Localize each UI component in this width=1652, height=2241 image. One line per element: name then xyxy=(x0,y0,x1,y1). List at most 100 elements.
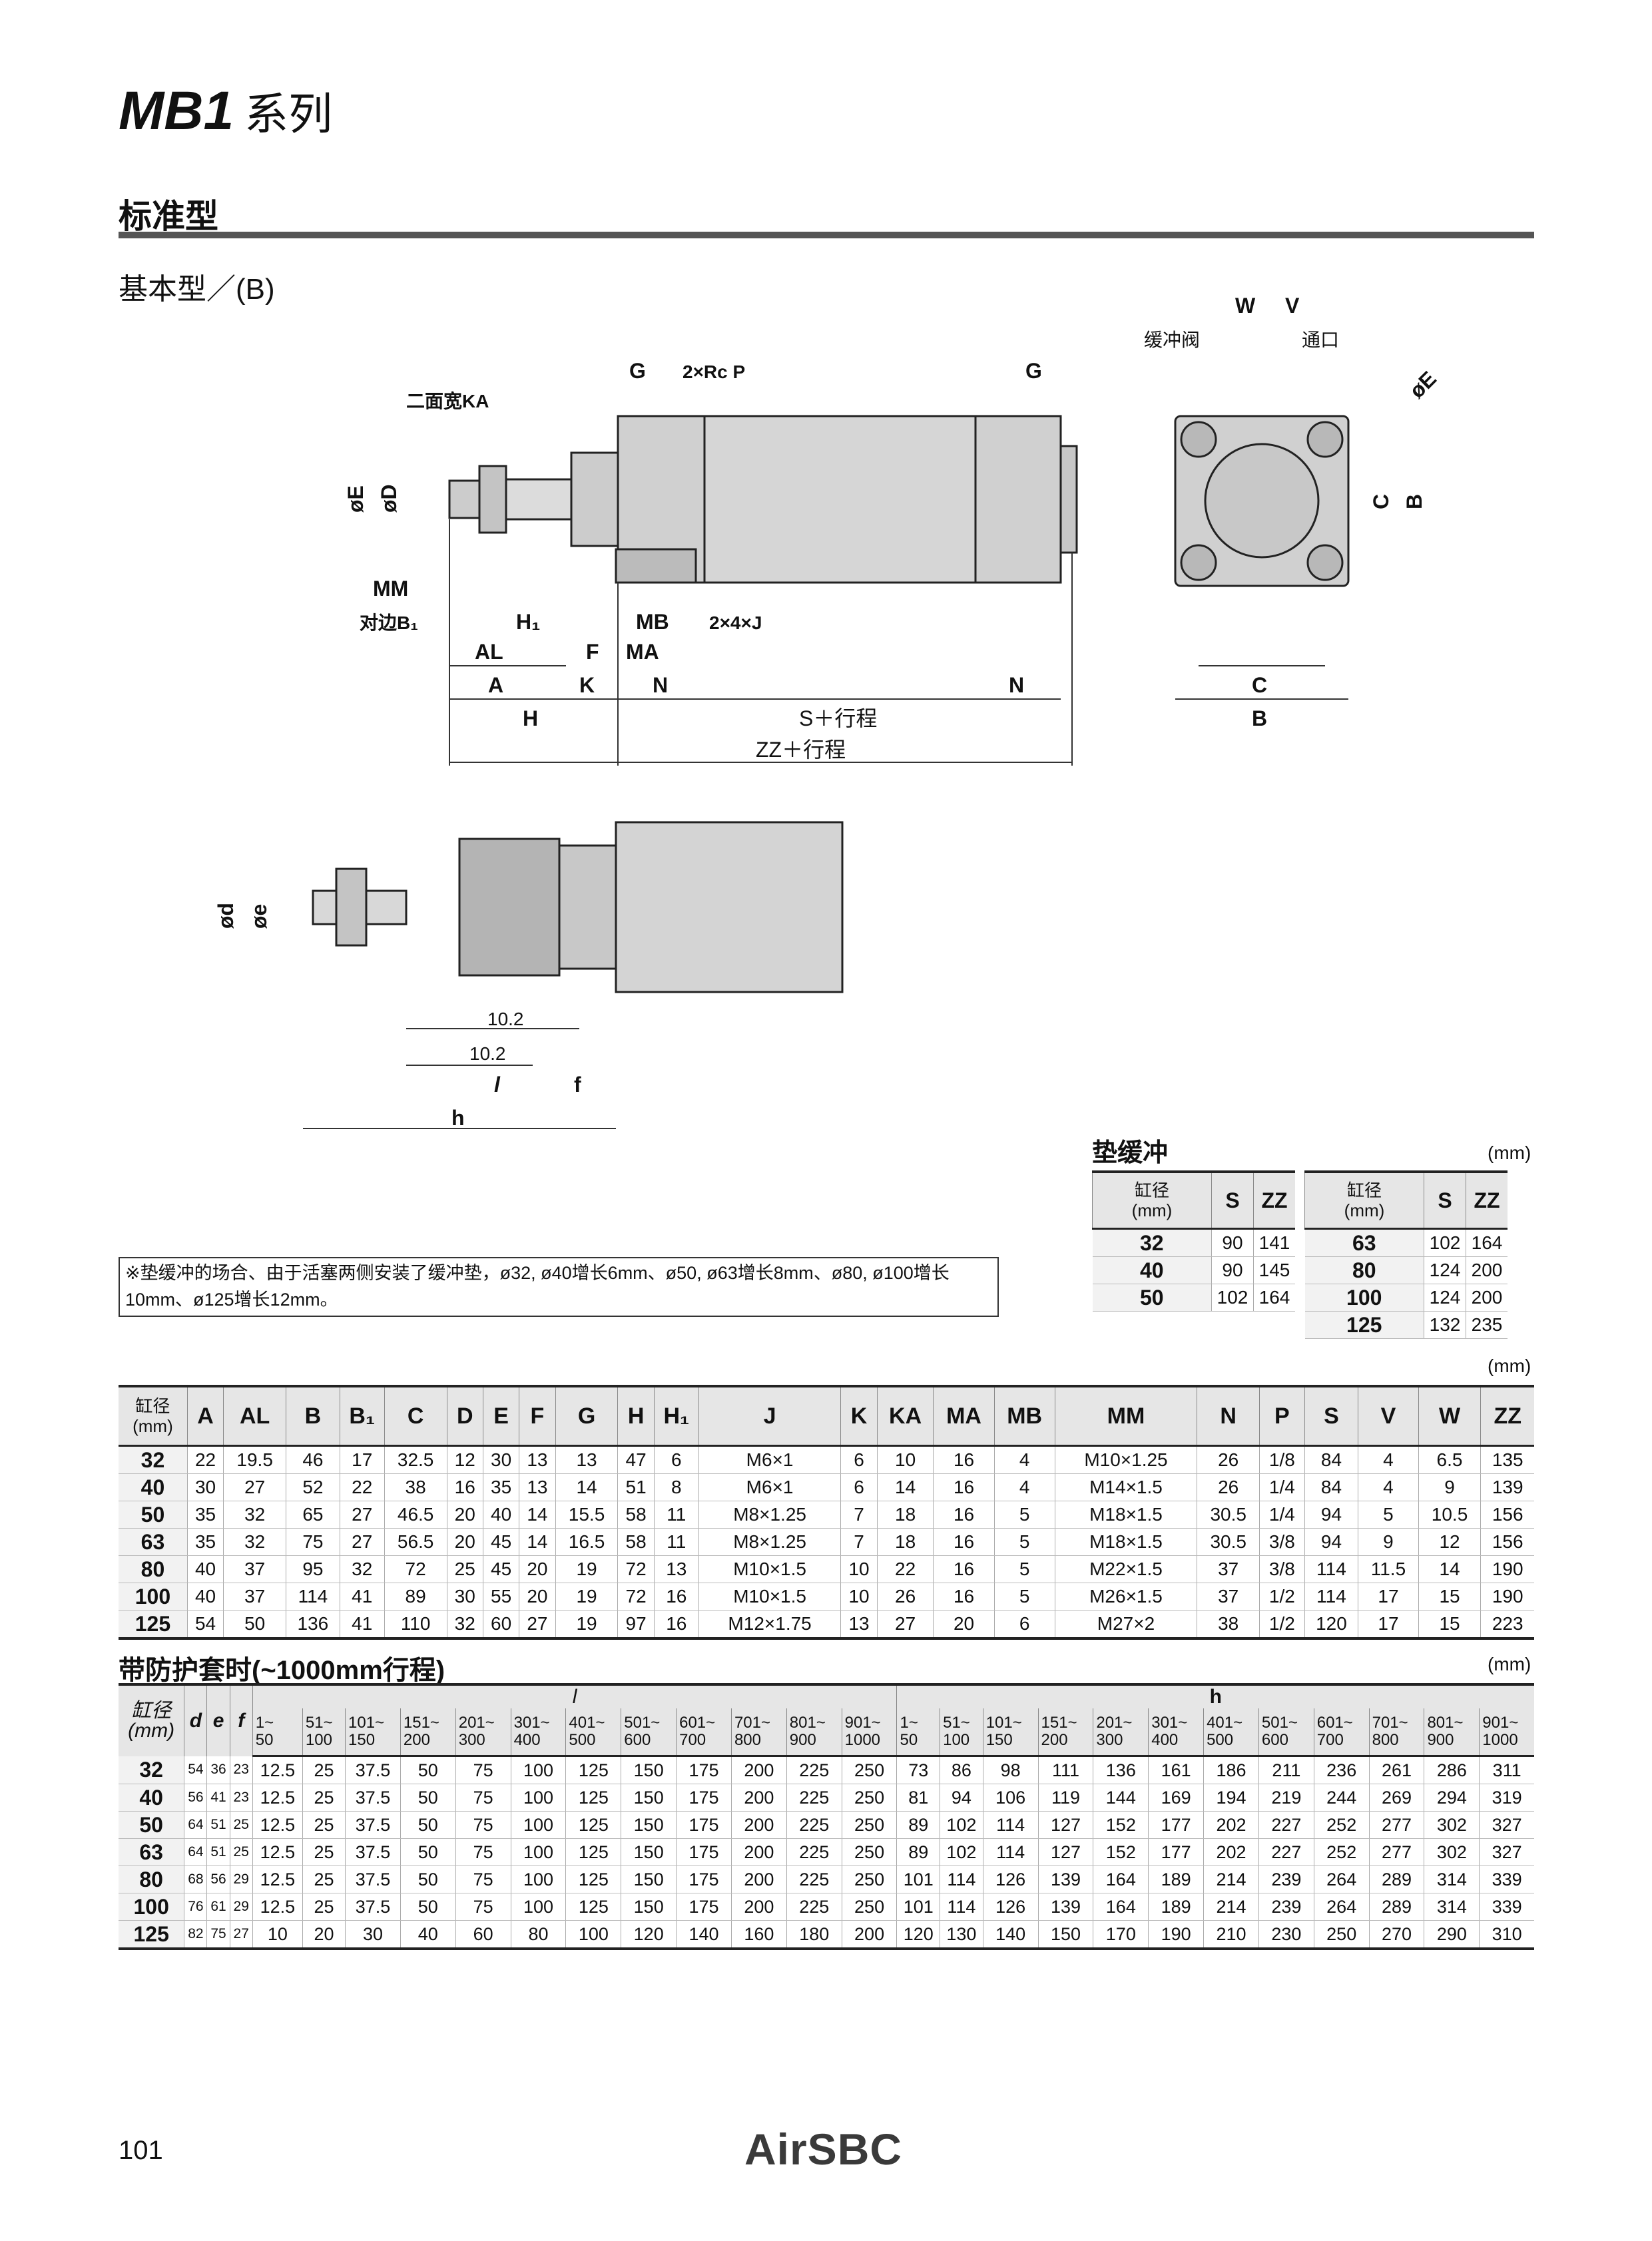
boot-cell: 75 xyxy=(455,1893,511,1921)
table-cell: 8 xyxy=(653,1473,699,1501)
boot-nut xyxy=(335,868,368,947)
boot-cell: 25 xyxy=(229,1811,253,1839)
pad-cell-right: 124 xyxy=(1424,1256,1466,1284)
boot-table-title: 带防护套时(~1000mm行程) xyxy=(119,1656,445,1685)
boot-header-e: e xyxy=(206,1683,230,1756)
table-cell: 22 xyxy=(186,1445,224,1474)
boot-cell: 225 xyxy=(786,1893,842,1921)
boot-cell: 89 xyxy=(896,1811,940,1839)
table-cell: 5 xyxy=(993,1528,1055,1556)
pad-cell-left: 50 xyxy=(1092,1284,1212,1312)
boot-range-header: 601~ 700 xyxy=(676,1708,732,1757)
boot-cell: 40 xyxy=(400,1920,456,1950)
boot-cell: 250 xyxy=(841,1811,897,1839)
boot-cell: 25 xyxy=(302,1811,346,1839)
table-cell: 20 xyxy=(933,1610,995,1640)
pad-cushion-title: 垫缓冲 xyxy=(1092,1139,1169,1167)
boot-cell: 125 xyxy=(565,1866,621,1893)
table-cell: 20 xyxy=(519,1555,556,1583)
table-cell: 50 xyxy=(223,1610,286,1640)
boot-cell: 50 xyxy=(400,1756,456,1784)
pad-cell-right: 125 xyxy=(1304,1311,1424,1339)
boot-table-unit: (mm) xyxy=(1488,1654,1531,1674)
boot-cell: 289 xyxy=(1368,1866,1424,1893)
pad-gap xyxy=(1295,1256,1305,1284)
table-cell: 1/2 xyxy=(1259,1583,1305,1611)
boot-cell: 56 xyxy=(206,1866,230,1893)
boot-cell: 140 xyxy=(982,1920,1039,1950)
main-header-3: B xyxy=(286,1385,340,1447)
boot-cell: 314 xyxy=(1424,1866,1480,1893)
label-dim2: 10.2 xyxy=(469,1043,506,1064)
boot-cell: 169 xyxy=(1148,1784,1204,1812)
label-ka: 二面宽KA xyxy=(406,390,489,411)
boot-cell: 269 xyxy=(1368,1784,1424,1812)
boot-cell: 225 xyxy=(786,1756,842,1784)
boot-cell: 56 xyxy=(184,1784,207,1812)
boot-cell: 86 xyxy=(940,1756,983,1784)
boot-cell: 37.5 xyxy=(345,1784,401,1812)
boot-cell: 25 xyxy=(302,1838,346,1866)
table-cell: 16 xyxy=(653,1610,699,1640)
main-header-22: W xyxy=(1418,1385,1481,1447)
table-cell: 5 xyxy=(993,1555,1055,1583)
pad-cell-right: 100 xyxy=(1304,1284,1424,1312)
boot-cell: 75 xyxy=(455,1838,511,1866)
label-ma: MA xyxy=(626,640,659,664)
boot-cell: 289 xyxy=(1368,1893,1424,1921)
table-cell: 47 xyxy=(617,1445,655,1474)
table-cell: 9 xyxy=(1358,1528,1419,1556)
table-cell: 25 xyxy=(446,1555,483,1583)
table-cell: 16 xyxy=(933,1583,995,1611)
boot-cell: 189 xyxy=(1148,1893,1204,1921)
table-cell: 72 xyxy=(384,1555,447,1583)
boot-cell: 152 xyxy=(1093,1811,1149,1839)
boot-cell: 327 xyxy=(1479,1811,1534,1839)
table-cell: M27×2 xyxy=(1054,1610,1197,1640)
table-cell: 19 xyxy=(555,1583,618,1611)
boot-cell: 127 xyxy=(1037,1838,1093,1866)
table-cell: 15 xyxy=(1418,1583,1481,1611)
boot-range-header: 151~ 200 xyxy=(1037,1708,1093,1757)
table-cell: 13 xyxy=(840,1610,878,1640)
boot-cell: 214 xyxy=(1203,1893,1259,1921)
boot-cell: 202 xyxy=(1203,1811,1259,1839)
table-cell: 14 xyxy=(1418,1555,1481,1583)
table-cell: 26 xyxy=(1197,1445,1260,1474)
page-number: 101 xyxy=(119,2136,163,2165)
table-cell: 11 xyxy=(653,1501,699,1529)
table-cell: 37 xyxy=(223,1583,286,1611)
boot-cell: 106 xyxy=(982,1784,1039,1812)
boot-cell: 214 xyxy=(1203,1866,1259,1893)
table-cell: 50 xyxy=(119,1501,188,1529)
label-h1: H₁ xyxy=(516,610,540,634)
boot-cell: 111 xyxy=(1037,1756,1093,1784)
boot-cell: 125 xyxy=(565,1784,621,1812)
boot-cell: 63 xyxy=(119,1838,184,1866)
boot-cell: 10 xyxy=(252,1920,303,1950)
boot-cell: 125 xyxy=(119,1920,184,1950)
main-header-19: P xyxy=(1259,1385,1305,1447)
label-oe-end: øE xyxy=(1404,367,1440,403)
table-cell: 5 xyxy=(1358,1501,1419,1529)
label-l: l xyxy=(494,1073,501,1097)
table-cell: 41 xyxy=(339,1610,385,1640)
boot-cell: 12.5 xyxy=(252,1811,303,1839)
main-header-11: H₁ xyxy=(653,1385,699,1447)
boot-cell: 120 xyxy=(896,1920,940,1950)
table-cell: 30.5 xyxy=(1197,1501,1260,1529)
boot-cell: 250 xyxy=(841,1784,897,1812)
table-cell: 13 xyxy=(519,1473,556,1501)
pad-cell-right: 124 xyxy=(1424,1284,1466,1312)
boot-cell: 225 xyxy=(786,1784,842,1812)
main-header-2: AL xyxy=(223,1385,286,1447)
table-cell: 14 xyxy=(519,1528,556,1556)
boot-cell: 261 xyxy=(1368,1756,1424,1784)
table-cell: M8×1.25 xyxy=(698,1501,841,1529)
table-cell: 89 xyxy=(384,1583,447,1611)
